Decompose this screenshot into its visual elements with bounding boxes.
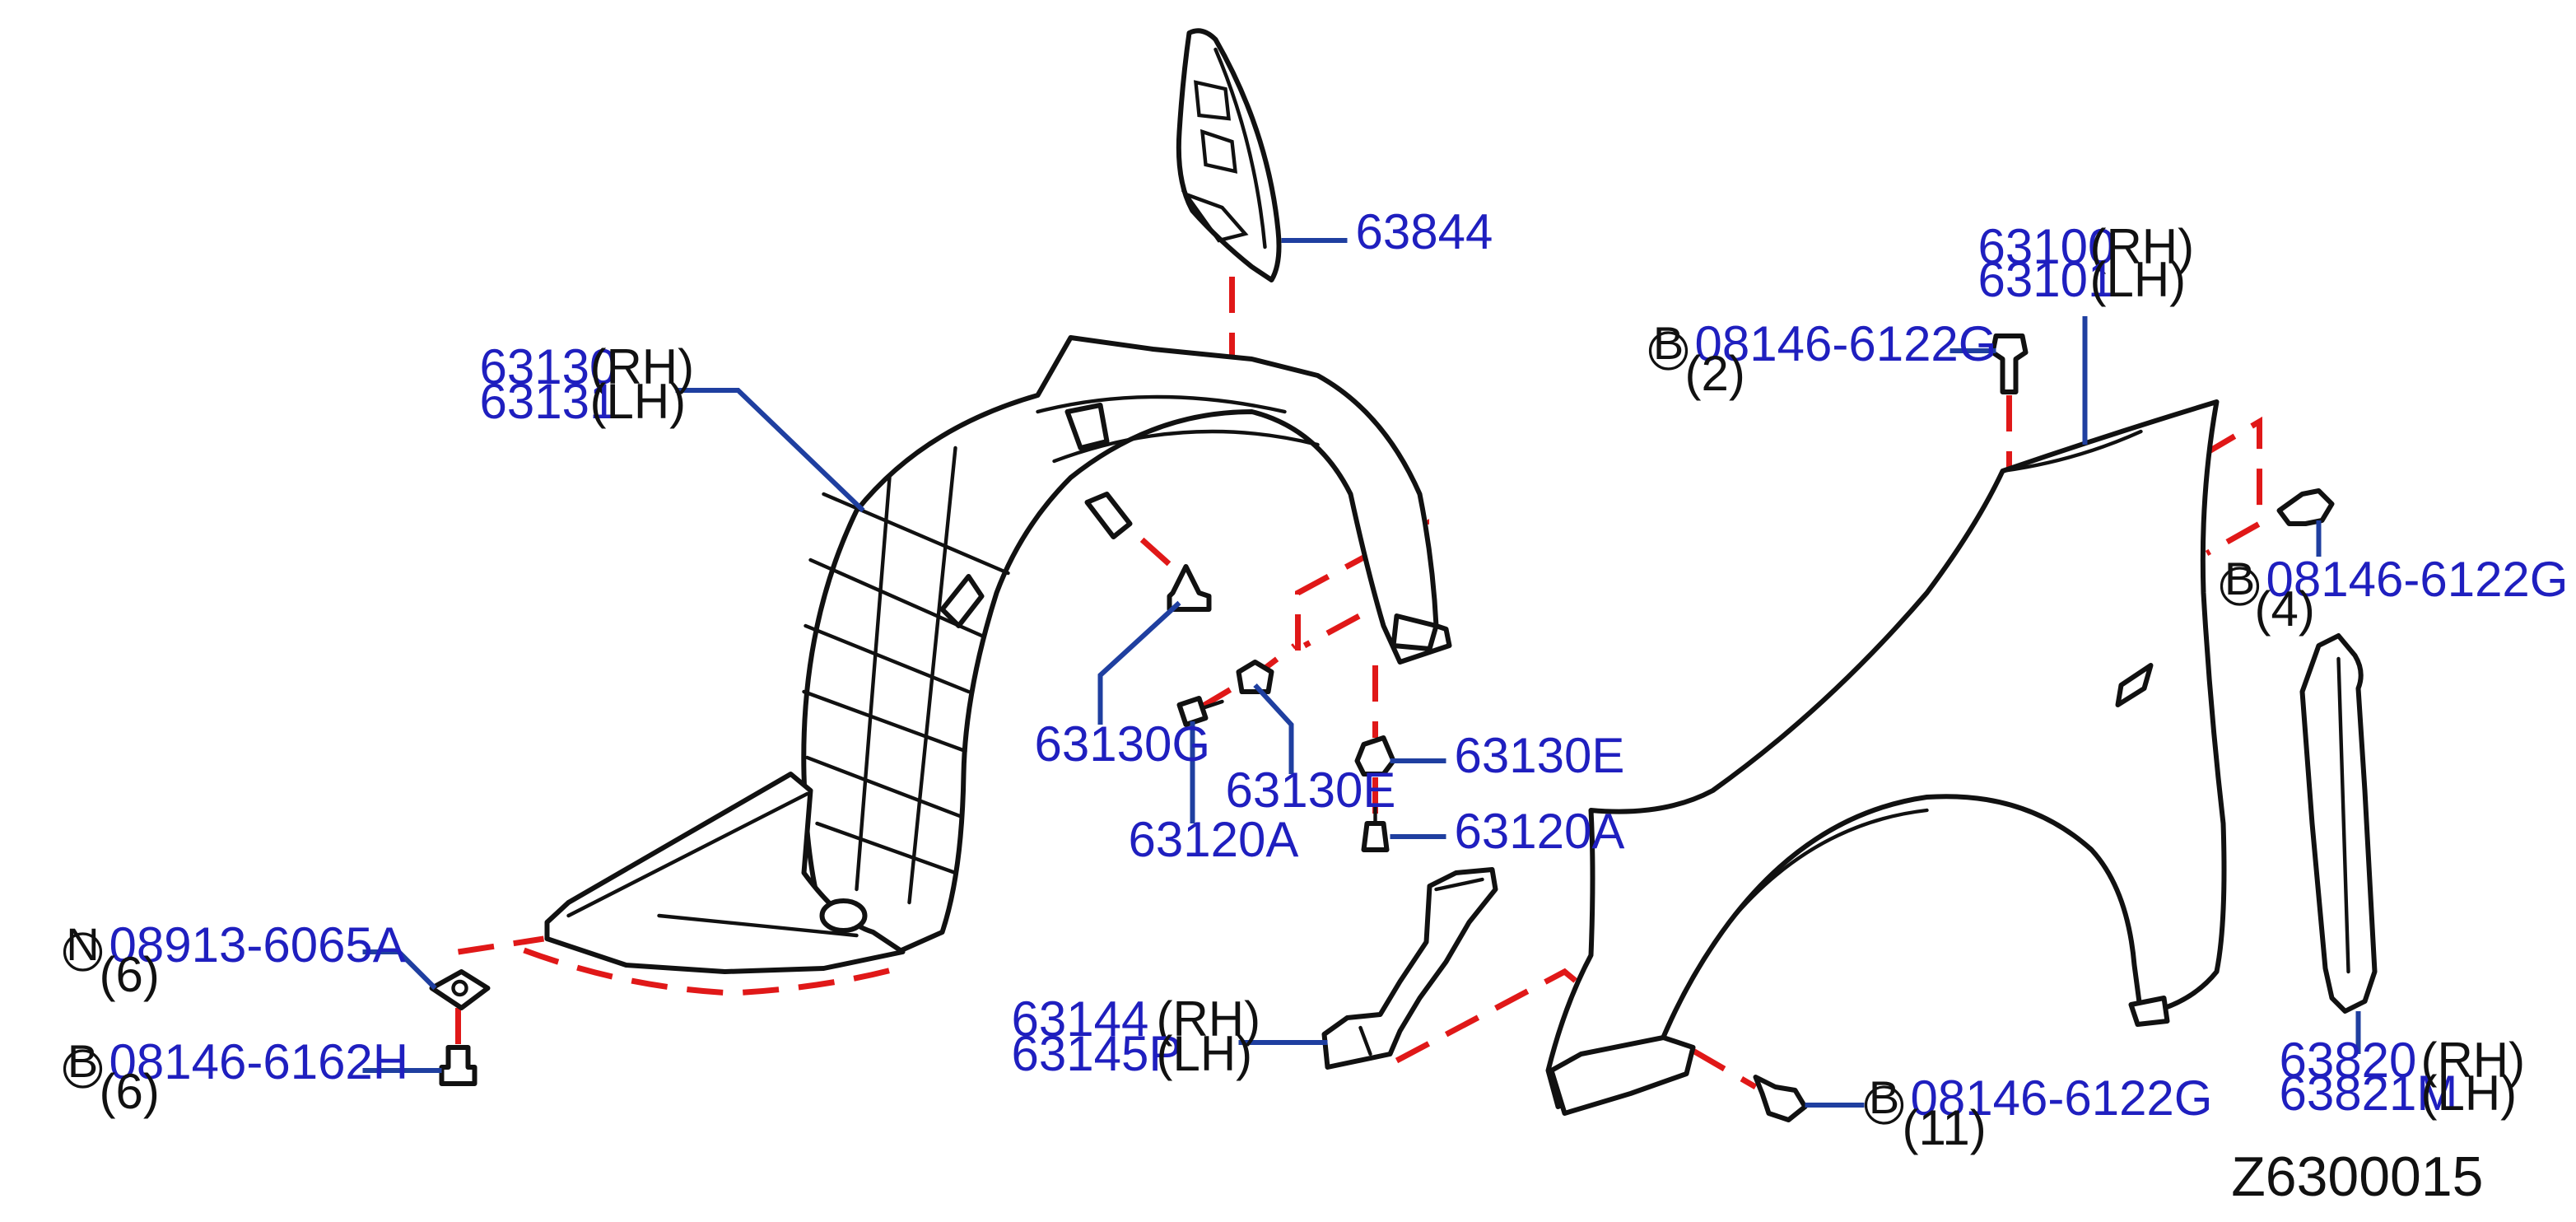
- svg-text:63130E: 63130E: [1455, 728, 1625, 783]
- splash-shield-63844[interactable]: [1176, 28, 1282, 282]
- svg-text:63120A: 63120A: [1455, 804, 1625, 859]
- diagram-reference-code: Z6300015: [2231, 1145, 2483, 1208]
- label-08146-6122g-11[interactable]: B 08146-6122G (11): [1864, 1070, 2213, 1155]
- svg-text:B: B: [1653, 317, 1684, 369]
- fastener-nut-08913[interactable]: [429, 969, 491, 1010]
- svg-text:63820: 63820: [2280, 1033, 2417, 1088]
- label-63120a-right[interactable]: 63120A: [1455, 804, 1625, 859]
- label-63120a-left[interactable]: 63120A: [1129, 812, 1299, 867]
- label-08146-6122g-4[interactable]: B 08146-6122G (4): [2220, 552, 2569, 637]
- svg-text:(11): (11): [1903, 1100, 1987, 1155]
- front-fender-63100[interactable]: [1545, 399, 2227, 1116]
- label-63844[interactable]: 63844: [1356, 204, 1493, 259]
- svg-text:63821M: 63821M: [2280, 1066, 2458, 1121]
- svg-text:(RH): (RH): [2421, 1033, 2526, 1088]
- svg-text:63844: 63844: [1356, 204, 1493, 259]
- fastener-clip-63130e-left[interactable]: [1236, 660, 1274, 694]
- svg-text:(4): (4): [2255, 581, 2315, 637]
- fastener-clip-63130e-right[interactable]: [1354, 735, 1396, 777]
- leader-lines: [362, 238, 2361, 1108]
- svg-text:B: B: [1869, 1071, 1899, 1123]
- label-08146-6162h[interactable]: B 08146-6162H (6): [63, 1034, 409, 1119]
- label-63130e-right[interactable]: 63130E: [1455, 728, 1625, 783]
- label-63130-63131[interactable]: 63130 (RH) 63131 (LH): [480, 339, 695, 429]
- svg-text:08146-6122G: 08146-6122G: [1695, 316, 1997, 371]
- svg-text:(RH): (RH): [2090, 219, 2195, 274]
- fastener-bolt-08146g-side[interactable]: [2276, 488, 2335, 526]
- svg-text:08146-6122G: 08146-6122G: [1911, 1070, 2213, 1126]
- svg-text:(LH): (LH): [1157, 1026, 1253, 1081]
- svg-text:(LH): (LH): [590, 374, 687, 429]
- svg-text:(2): (2): [1685, 346, 1745, 401]
- svg-text:63130G: 63130G: [1035, 716, 1211, 772]
- label-08146-6122g-2[interactable]: B 08146-6122G (2): [1648, 316, 1997, 401]
- svg-text:(6): (6): [100, 1064, 160, 1119]
- svg-text:08913-6065A: 08913-6065A: [109, 917, 406, 972]
- label-63144-63145p[interactable]: 63144 (RH) 63145P (LH): [1012, 991, 1261, 1081]
- svg-text:N: N: [66, 918, 99, 970]
- label-63100-63101[interactable]: 63100 (RH) 63101 (LH): [1978, 219, 2195, 307]
- fastener-clip-63130g[interactable]: [1167, 564, 1212, 612]
- label-63130g[interactable]: 63130G: [1035, 716, 1211, 772]
- svg-text:63120A: 63120A: [1129, 812, 1299, 867]
- svg-text:63130: 63130: [480, 339, 617, 394]
- svg-text:08146-6122G: 08146-6122G: [2266, 552, 2569, 607]
- svg-text:63145P: 63145P: [1012, 1026, 1182, 1081]
- svg-text:63131: 63131: [480, 374, 617, 429]
- svg-text:63144: 63144: [1012, 991, 1149, 1047]
- svg-text:(LH): (LH): [2421, 1066, 2518, 1121]
- svg-text:B: B: [2224, 553, 2255, 604]
- fastener-bolt-08146g-bottom[interactable]: [1753, 1075, 1808, 1122]
- svg-text:B: B: [68, 1035, 98, 1087]
- fastener-screw-63120a-right[interactable]: [1361, 805, 1390, 852]
- svg-text:(LH): (LH): [2090, 252, 2187, 307]
- fastener-bolt-08146g-top[interactable]: [1990, 333, 2029, 394]
- label-08913-6065a[interactable]: N 08913-6065A (6): [63, 917, 406, 1002]
- fender-protector-63130[interactable]: [544, 335, 1452, 974]
- bracket-63144[interactable]: [1321, 867, 1498, 1070]
- svg-text:(RH): (RH): [590, 339, 695, 394]
- svg-text:(RH): (RH): [1157, 991, 1261, 1047]
- svg-text:63130E: 63130E: [1226, 763, 1396, 818]
- svg-text:(6): (6): [100, 947, 160, 1002]
- fender-seal-63820[interactable]: [2299, 633, 2378, 1014]
- fastener-bolt-08146h[interactable]: [439, 1045, 477, 1086]
- label-63820-63821m[interactable]: 63820 (RH) 63821M (LH): [2280, 1033, 2526, 1121]
- fastener-screw-63120a-left[interactable]: [1176, 696, 1224, 727]
- svg-text:63100: 63100: [1978, 219, 2116, 274]
- svg-text:63101: 63101: [1978, 252, 2116, 307]
- label-63130e-left[interactable]: 63130E: [1226, 763, 1396, 818]
- svg-text:08146-6162H: 08146-6162H: [109, 1034, 409, 1089]
